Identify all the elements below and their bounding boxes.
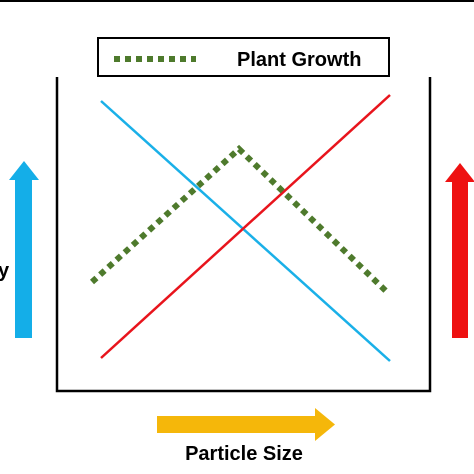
legend: Plant Growth <box>97 37 390 77</box>
left-arrow-up-icon <box>9 161 39 338</box>
legend-label-growth: Plant Growth <box>237 49 361 71</box>
plot-frame <box>55 77 432 393</box>
right-arrow-up-icon <box>445 163 474 338</box>
x-arrow-right-icon <box>157 408 335 441</box>
red-line <box>100 94 391 359</box>
left-axis-label-fragment: y <box>0 260 10 282</box>
blue-line <box>100 100 391 362</box>
x-axis-label: Particle Size <box>185 443 303 465</box>
plant-growth-line <box>89 144 392 297</box>
legend-box <box>97 37 390 77</box>
